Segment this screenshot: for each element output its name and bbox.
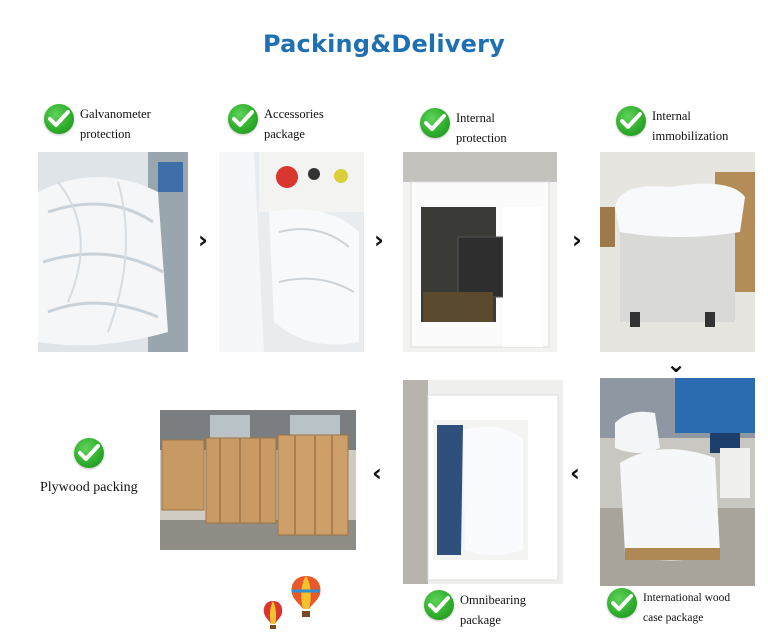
arrow-right-icon: › [198, 226, 208, 254]
step-label-line2: protection [456, 131, 507, 145]
hot-air-balloon-icon [289, 574, 323, 623]
step-label-line1: Internal [652, 109, 691, 123]
step-label-line1: Omnibearing [460, 593, 526, 607]
check-icon [228, 104, 258, 134]
step-label-internal-protection: Internal protection [420, 108, 507, 148]
step-label-plywood: Plywood packing [40, 438, 138, 498]
check-icon [44, 104, 74, 134]
arrow-right-icon: › [374, 226, 384, 254]
internal-protection-photo [403, 152, 557, 352]
bottom-banner-cropped [60, 622, 230, 636]
check-icon [616, 106, 646, 136]
step-label-internal-immobilization: Internal immobilization [616, 106, 728, 146]
step-label-line2: package [460, 613, 501, 627]
arrow-left-icon: ‹ [372, 459, 382, 487]
step-label-omnibearing: Omnibearing package [424, 590, 526, 630]
step-label-line2: protection [80, 127, 131, 141]
arrow-right-icon: › [572, 226, 582, 254]
arrow-down-icon: ⌄ [666, 350, 687, 378]
step-label-line2: case package [643, 612, 704, 624]
step-label-line1: Galvanometer [80, 107, 151, 121]
step-label-line1: Plywood packing [40, 480, 138, 495]
step-label-line2: immobilization [652, 129, 729, 143]
check-icon [607, 588, 637, 618]
check-icon [73, 438, 104, 468]
check-icon [424, 590, 454, 620]
internal-immobilization-photo [600, 152, 755, 352]
international-wood-case-photo [600, 378, 755, 586]
accessories-package-photo [219, 152, 364, 352]
galvanometer-protection-photo [38, 152, 188, 352]
omnibearing-package-photo [403, 380, 563, 584]
plywood-packing-photo [160, 410, 356, 550]
step-label-line2: package [264, 127, 305, 141]
step-label-galvanometer: Galvanometer protection [44, 104, 151, 144]
step-label-international-wood: International wood case package [607, 588, 730, 628]
page-title: Packing&Delivery [262, 30, 505, 58]
check-icon [420, 108, 450, 138]
arrow-left-icon: ‹ [570, 459, 580, 487]
step-label-line1: International wood [643, 592, 731, 604]
step-label-line1: Accessories [264, 107, 324, 121]
step-label-line1: Internal [456, 111, 495, 125]
hot-air-balloon-icon [262, 600, 284, 635]
step-label-accessories: Accessories package [228, 104, 324, 144]
